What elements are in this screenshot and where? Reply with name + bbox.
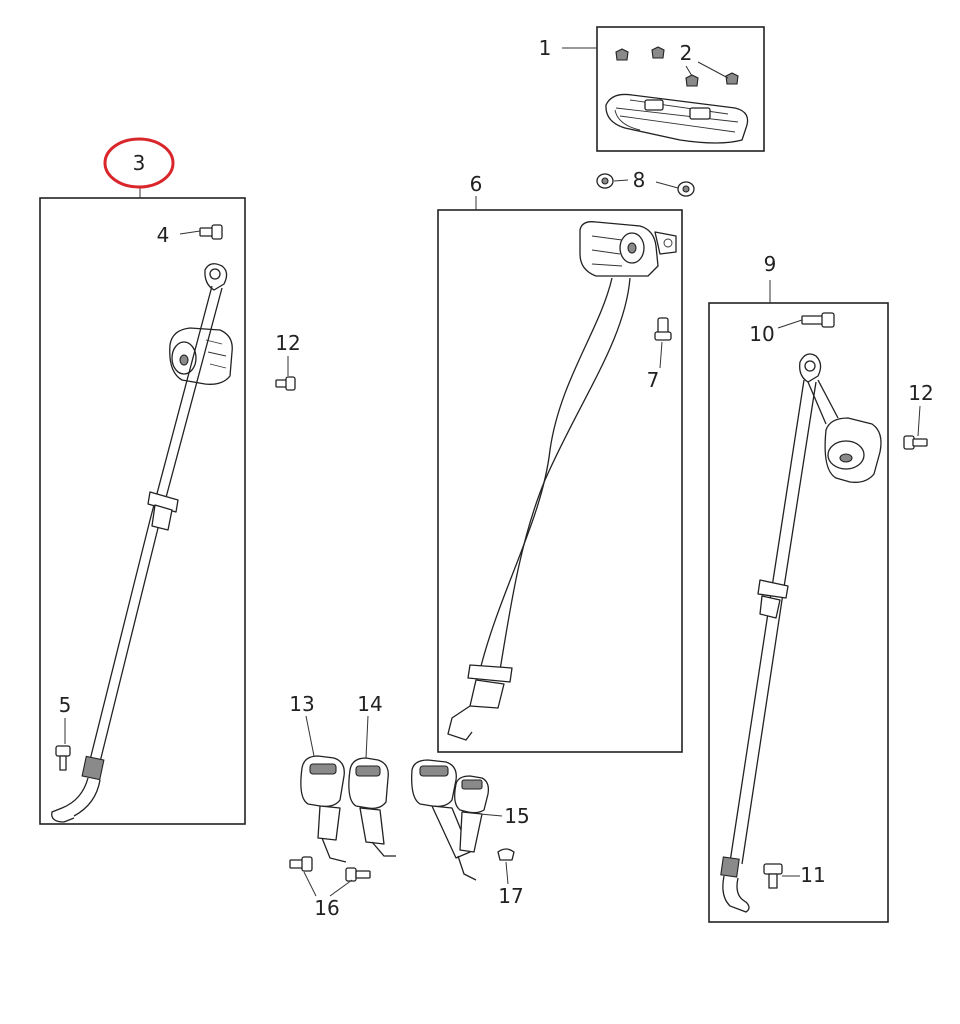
bolt-part-12-right — [903, 435, 928, 450]
nut-parts-8 — [596, 173, 695, 197]
callout-7: 7 — [647, 368, 660, 392]
bolt-part-10 — [801, 312, 835, 328]
callout-17: 17 — [498, 884, 523, 908]
callout-16: 16 — [314, 896, 339, 920]
bolt-part-5 — [55, 745, 71, 771]
overhead-bezel-part — [605, 93, 749, 144]
frame-group-9 — [708, 302, 889, 923]
bolt-part-4 — [199, 224, 223, 240]
callout-6: 6 — [470, 172, 483, 196]
bolt-part-12-left — [275, 376, 296, 391]
callout-15: 15 — [504, 804, 529, 828]
frame-group-6 — [437, 209, 683, 753]
bolt-parts-16 — [289, 856, 371, 882]
left-seat-belt-assembly — [51, 263, 233, 823]
callout-12-left: 12 — [275, 331, 300, 355]
cap-part-17 — [497, 848, 515, 861]
callout-8: 8 — [633, 168, 646, 192]
callout-12-right: 12 — [908, 381, 933, 405]
buckle-part-14 — [348, 757, 396, 857]
callout-5: 5 — [59, 693, 72, 717]
frame-group-1 — [596, 26, 765, 152]
callout-10: 10 — [749, 322, 774, 346]
buckle-part-13 — [300, 755, 347, 863]
highlight-circle — [103, 137, 175, 189]
callout-11: 11 — [800, 863, 825, 887]
callout-14: 14 — [357, 692, 382, 716]
callout-1: 1 — [539, 36, 552, 60]
callout-2: 2 — [680, 41, 693, 65]
callout-3: 3 — [133, 151, 146, 175]
right-seat-belt-assembly — [720, 353, 882, 913]
bolt-part-11 — [763, 863, 783, 889]
center-seat-belt-assembly — [447, 221, 677, 741]
callout-9: 9 — [764, 252, 777, 276]
callout-4: 4 — [157, 223, 170, 247]
frame-group-3 — [39, 197, 246, 825]
leader-lines — [64, 47, 921, 897]
double-buckle-part-15 — [411, 759, 490, 881]
clip-parts — [615, 46, 739, 87]
stud-part-7 — [654, 317, 672, 341]
callout-13: 13 — [289, 692, 314, 716]
